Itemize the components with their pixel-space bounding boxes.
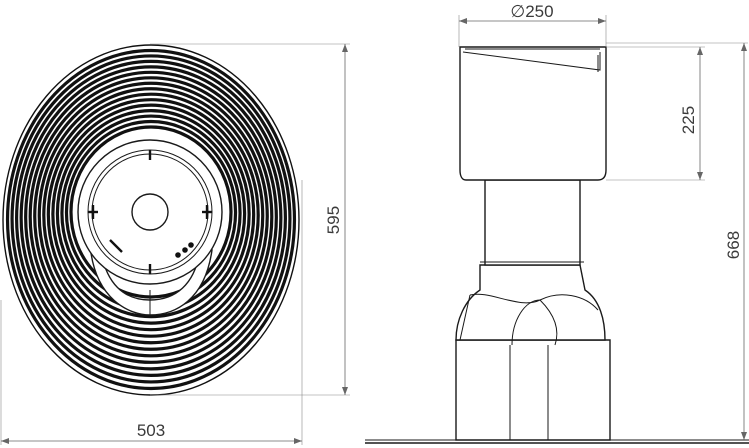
lower-tube [455,339,611,441]
flange-ring [69,125,233,299]
flange-ring [19,65,283,371]
flange-ring [37,87,265,345]
total-height-label: 668 [724,231,743,259]
flange-ring [55,109,247,319]
width-label: 503 [137,421,165,440]
pipe-section [484,179,581,266]
diameter-label: ∅250 [510,2,553,21]
flange-ring [10,54,292,384]
flange-rings [2,44,300,396]
clamp-ticks [88,150,212,274]
plan-view: 503 595 [0,43,350,445]
flange-ring [51,103,251,325]
side-view: ∅250 225 668 [365,2,749,444]
height-label: 595 [324,206,343,234]
nozzle-outline [89,244,213,316]
center-hub [131,193,169,231]
cap-height-label: 225 [679,106,698,134]
flange-ring [33,81,269,351]
flange-ring [46,98,256,332]
flange-ring [42,92,260,338]
flange-ring [28,76,274,358]
fastener-dots [175,242,194,258]
arc-mark [109,239,123,253]
flange-ring [5,48,297,391]
flange-ring [15,59,287,377]
flange-ring [24,70,278,364]
cap [459,46,607,181]
